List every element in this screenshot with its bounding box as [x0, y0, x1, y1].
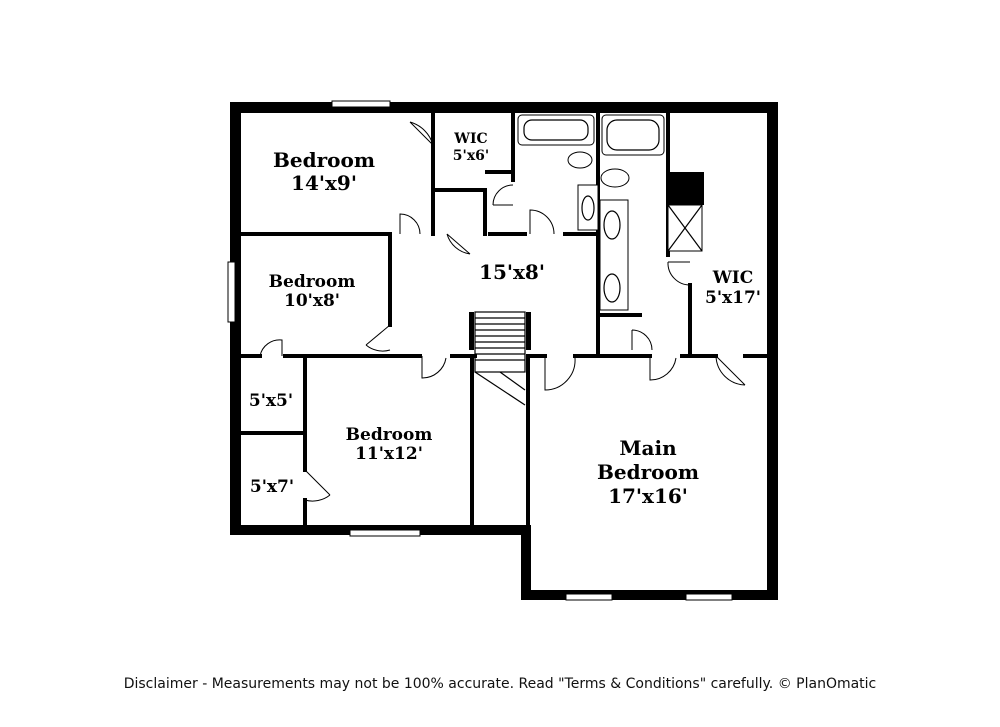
window-south-main-1 [565, 593, 613, 601]
door-bedroom-west [365, 324, 391, 352]
door-bedroom-sw [421, 356, 447, 379]
door-bath [529, 209, 555, 235]
closet-b-size: 5'x7' [250, 477, 294, 497]
stairs [469, 311, 531, 406]
window-west [227, 261, 236, 323]
closet-a-size: 5'x5' [249, 391, 293, 411]
toilet-1 [567, 151, 593, 169]
bedroom-sw-size: 11'x12' [355, 444, 423, 464]
bathtub-1 [517, 114, 595, 146]
wic-north-size: 5'x6' [453, 148, 489, 164]
door-master-bath [649, 356, 677, 381]
doors [259, 121, 746, 502]
main-bedroom-size: 17'x16' [608, 484, 688, 508]
door-wic-east [715, 355, 746, 386]
bedroom-sw-name: Bedroom [346, 425, 433, 445]
window-south-main-2 [685, 593, 733, 601]
room-labels: Bedroom 14'x9' WIC 5'x6' Bedroom 10'x8' … [249, 131, 761, 508]
bedroom-nw-size: 14'x9' [291, 171, 357, 195]
door-main-bedroom [544, 356, 576, 391]
vanity-1 [577, 184, 599, 231]
door-closet-a [259, 339, 283, 357]
bedroom-west-name: Bedroom [269, 272, 356, 292]
interior-walls [239, 111, 769, 527]
toilet-2 [600, 168, 630, 188]
wic-east-size: 5'x17' [705, 288, 761, 308]
door-wic-east-inner [667, 261, 691, 286]
bedroom-nw-name: Bedroom [273, 148, 375, 172]
chimney [668, 172, 704, 205]
wic-east-name: WIC [712, 268, 754, 288]
windows [227, 100, 733, 601]
hall-size: 15'x8' [479, 260, 545, 284]
bathtub-2 [601, 114, 665, 156]
bedroom-west-size: 10'x8' [284, 291, 340, 311]
door-linen [492, 184, 514, 206]
door-bedroom-nw [399, 213, 421, 235]
door-wic-north [409, 121, 434, 146]
wic-north-name: WIC [453, 131, 487, 147]
door-closet-b [304, 469, 331, 502]
main-bedroom-name-1: Main [619, 436, 677, 460]
fixtures [517, 114, 704, 311]
door-wc [631, 329, 653, 351]
window-south-bedroom [349, 529, 421, 537]
main-bedroom-name-2: Bedroom [597, 460, 699, 484]
door-hall-bath [446, 233, 471, 255]
disclaimer-text: Disclaimer - Measurements may not be 100… [123, 676, 877, 692]
window-north [331, 100, 391, 108]
